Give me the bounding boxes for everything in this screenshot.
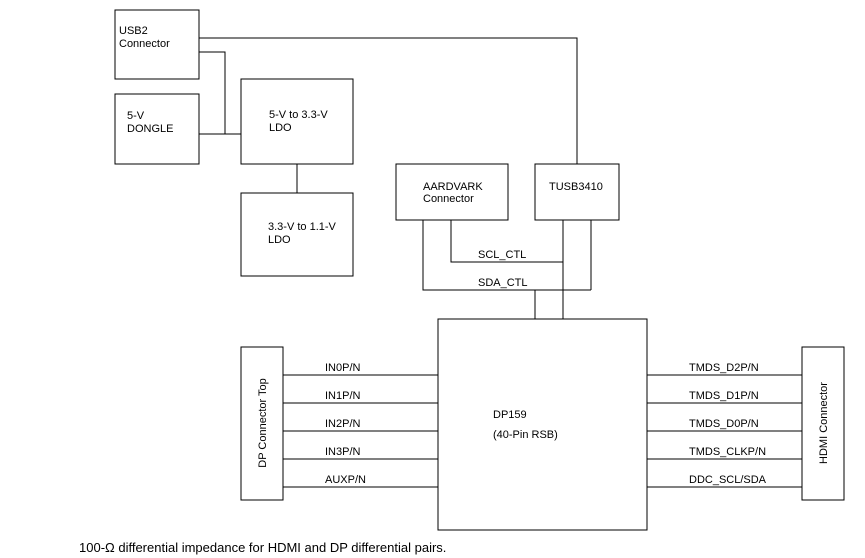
tmds-d2-label: TMDS_D2P/N: [689, 362, 759, 374]
in3-label: IN3P/N: [325, 446, 361, 458]
dp159-label-2: (40-Pin RSB): [493, 429, 558, 441]
in2-label: IN2P/N: [325, 418, 361, 430]
tmds-d1-label: TMDS_D1P/N: [689, 390, 759, 402]
aardvark-label-1: AARDVARK: [423, 181, 483, 193]
wires: [199, 37, 802, 488]
sda-ctl-label: SDA_CTL: [478, 277, 528, 289]
tusb3410-label: TUSB3410: [549, 181, 603, 193]
ldo-3v3-1v1-block: [240, 192, 354, 277]
tmds-clk-label: TMDS_CLKP/N: [689, 446, 766, 458]
usb2-label-1: USB2: [119, 25, 148, 37]
aux-label: AUXP/N: [325, 474, 366, 486]
wire-usb2-ldo: [199, 51, 241, 135]
tmds-d0-label: TMDS_D0P/N: [689, 418, 759, 430]
in1-label: IN1P/N: [325, 390, 361, 402]
ldo11-label-1: 3.3-V to 1.1-V: [268, 221, 337, 233]
ldo-5v-3v3-block: [240, 78, 354, 165]
usb2-connector-block: [114, 9, 200, 80]
dongle-label-2: DONGLE: [127, 123, 173, 135]
hdmi-connector-label: HDMI Connector: [818, 382, 830, 464]
aardvark-connector-block: [395, 163, 509, 221]
dongle-block: [114, 93, 200, 165]
aardvark-label-2: Connector: [423, 193, 474, 205]
dp-connector-block: [240, 346, 284, 501]
dp-connector-label: DP Connector Top: [257, 378, 269, 467]
in0-label: IN0P/N: [325, 362, 361, 374]
diagram-caption: 100-Ω differential impedance for HDMI an…: [79, 540, 447, 555]
wire-scl-aardvark: [450, 220, 563, 263]
usb2-label-2: Connector: [119, 38, 170, 50]
dongle-label-1: 5-V: [127, 110, 145, 122]
hdmi-connector-block: [801, 346, 845, 501]
dp159-label-1: DP159: [493, 409, 527, 421]
tusb3410-block: [534, 163, 620, 221]
ldo33-label-2: LDO: [269, 122, 292, 134]
wire-usb2-tusb: [199, 37, 578, 164]
scl-ctl-label: SCL_CTL: [478, 249, 526, 261]
ldo33-label-1: 5-V to 3.3-V: [269, 109, 328, 121]
ddc-label: DDC_SCL/SDA: [689, 474, 767, 486]
dp159-block: [437, 318, 648, 531]
ldo11-label-2: LDO: [268, 234, 291, 246]
